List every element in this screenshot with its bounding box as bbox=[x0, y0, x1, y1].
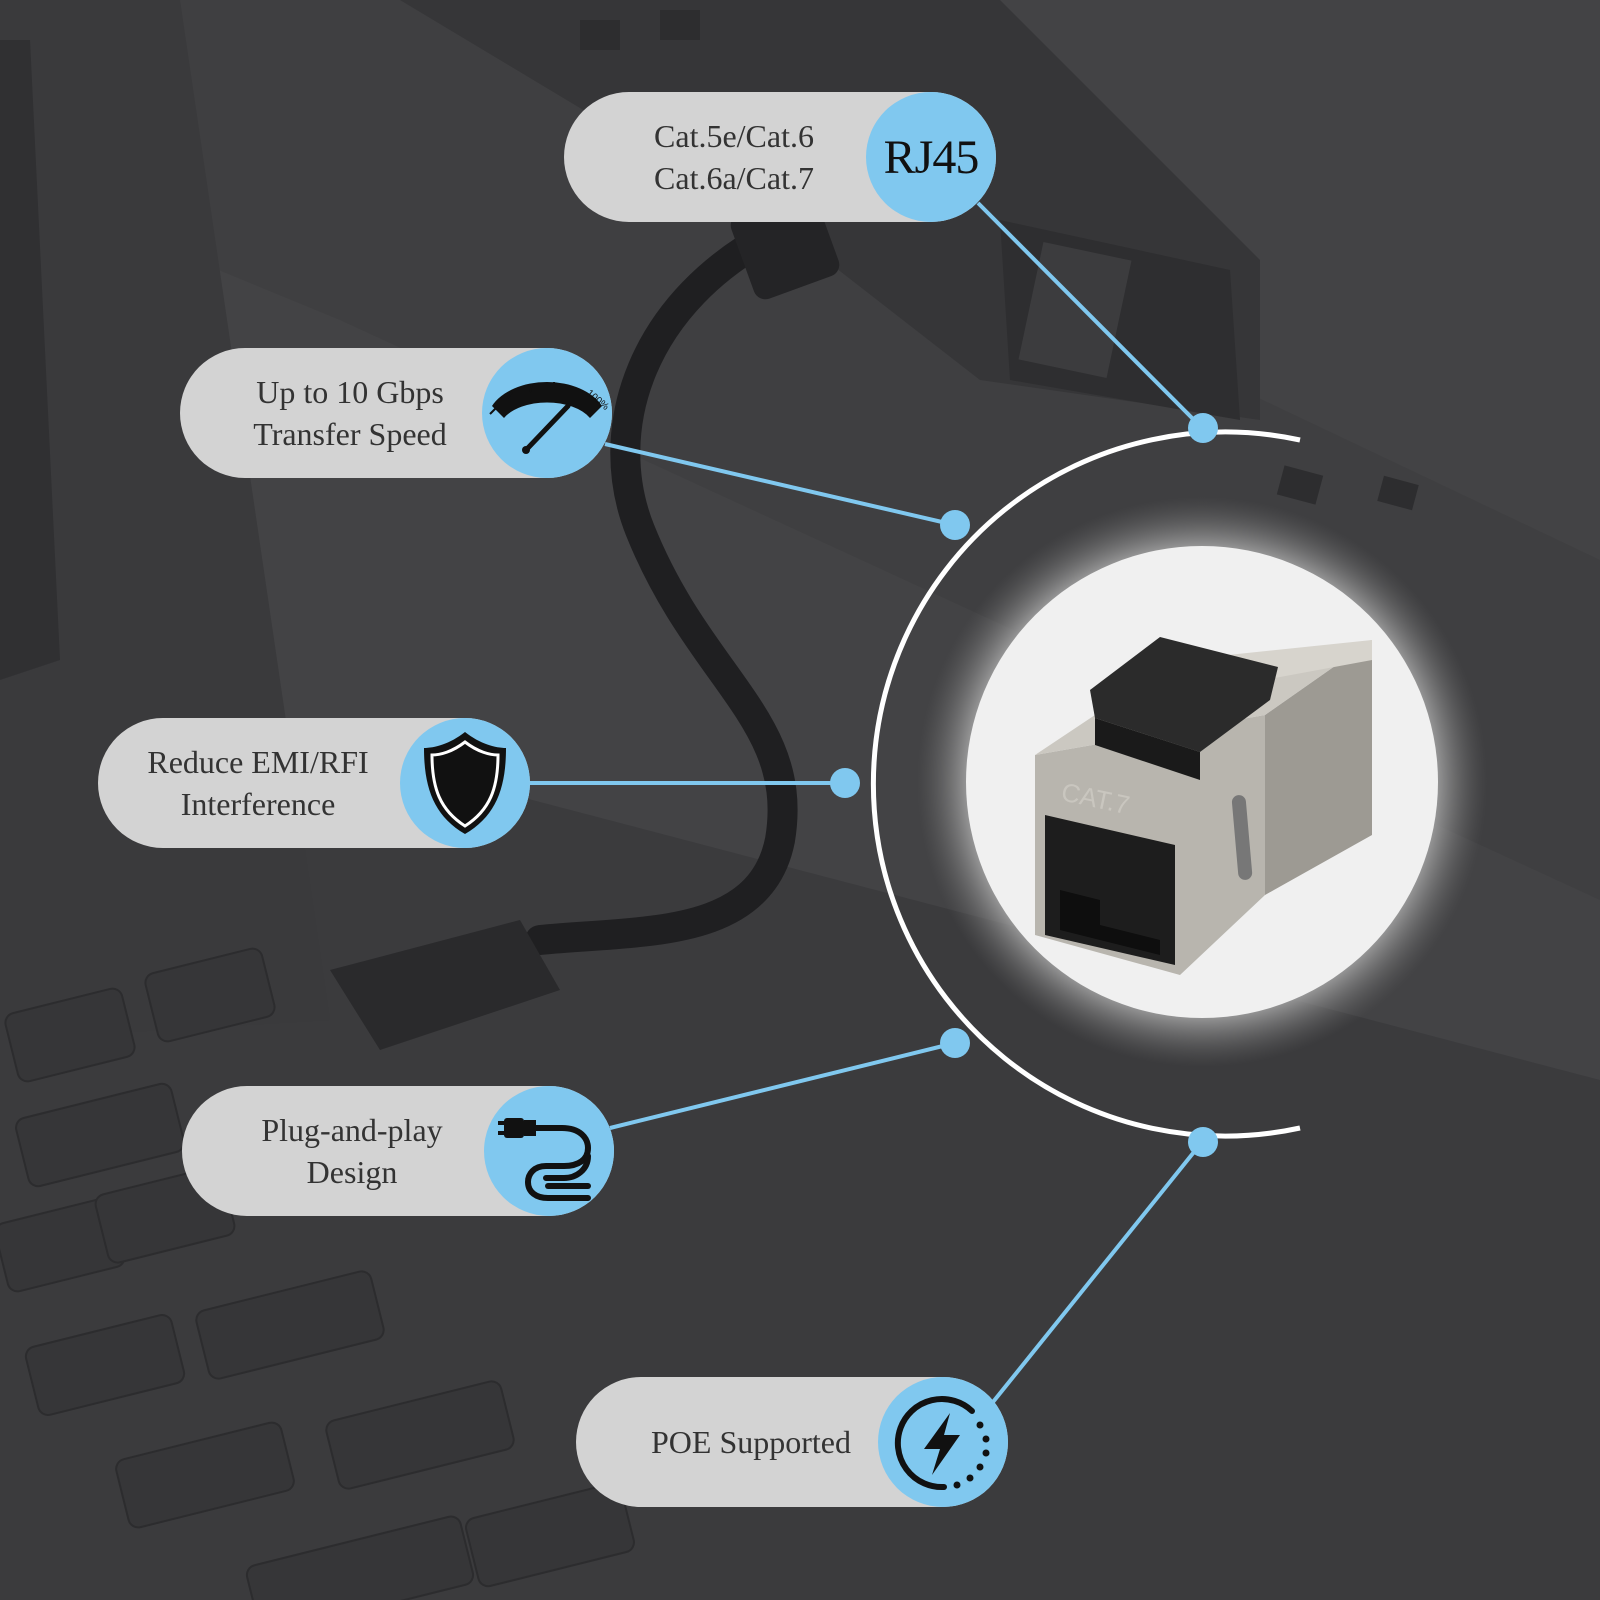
shield-icon bbox=[400, 718, 530, 848]
lightning-icon bbox=[878, 1377, 1008, 1507]
feature-plug-line2: Design bbox=[306, 1154, 398, 1190]
hotspot-speed bbox=[940, 510, 970, 540]
feature-emi: Reduce EMI/RFI Interference bbox=[98, 718, 530, 848]
feature-poe-line1: POE Supported bbox=[651, 1424, 851, 1460]
feature-speed-line2: Transfer Speed bbox=[253, 416, 447, 452]
feature-rj45: Cat.5e/Cat.6 Cat.6a/Cat.7 RJ45 bbox=[564, 92, 996, 222]
speedometer-icon: 100% bbox=[482, 348, 612, 478]
feature-rj45-line2: Cat.6a/Cat.7 bbox=[654, 160, 814, 196]
feature-plug-line1: Plug-and-play bbox=[261, 1112, 443, 1148]
rj45-coupler-product: CAT.7 bbox=[1035, 637, 1372, 975]
hotspot-poe bbox=[1188, 1127, 1218, 1157]
rj45-badge-label: RJ45 bbox=[883, 130, 980, 184]
feature-rj45-line1: Cat.5e/Cat.6 bbox=[654, 118, 814, 154]
hotspot-plug bbox=[940, 1028, 970, 1058]
feature-speed-line1: Up to 10 Gbps bbox=[256, 374, 444, 410]
feature-plug: Plug-and-play Design bbox=[182, 1086, 614, 1216]
feature-speed: Up to 10 Gbps Transfer Speed 100% bbox=[180, 348, 612, 478]
feature-emi-line2: Interference bbox=[180, 786, 336, 822]
hotspot-emi bbox=[830, 768, 860, 798]
hotspot-rj45 bbox=[1188, 413, 1218, 443]
plug-cable-icon bbox=[484, 1086, 614, 1216]
feature-poe: POE Supported bbox=[576, 1377, 1008, 1507]
rj45-text-badge: RJ45 bbox=[866, 92, 996, 222]
feature-emi-line1: Reduce EMI/RFI bbox=[147, 744, 369, 780]
